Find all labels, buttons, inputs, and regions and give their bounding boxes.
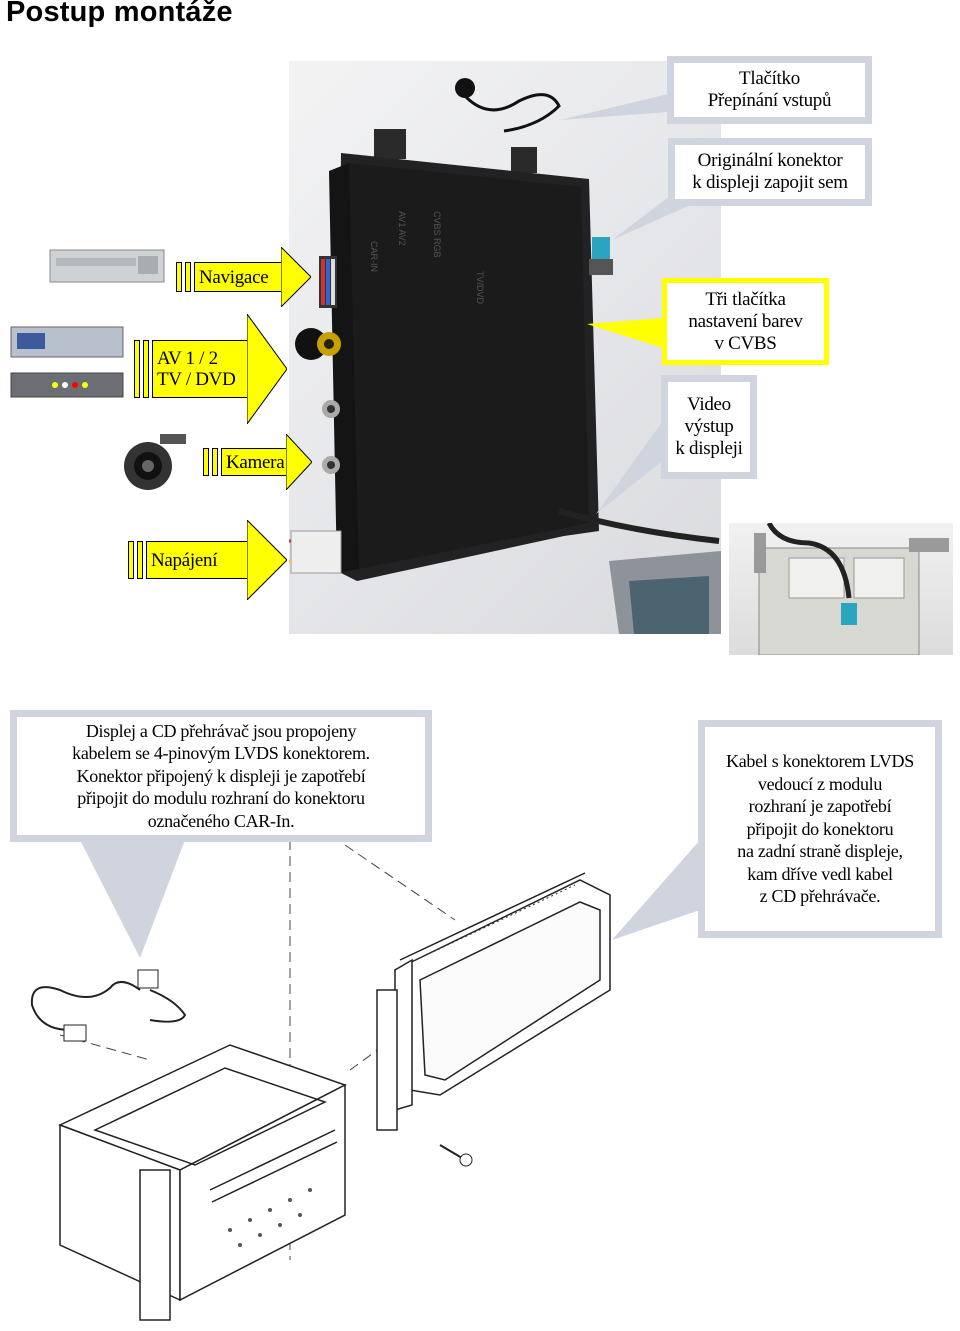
note-lvds-cable: Kabel s konektorem LVDS vedoucí z modulu… [698, 720, 942, 938]
callout-switch-button-text: Tlačítko Přepínání vstupů [707, 68, 832, 111]
callout-original-connector: Originální konektor k displeji zapojit s… [668, 138, 872, 206]
callout-pointer [80, 840, 185, 958]
input-power-label: Napájení [151, 549, 218, 571]
callout-video-output: Video výstup k displeji [661, 375, 757, 479]
camera-icon [124, 434, 186, 490]
callout-pointer [587, 318, 663, 348]
input-av-label: AV 1 / 2 TV / DVD [157, 348, 236, 390]
svg-text:CAR-IN: CAR-IN [369, 241, 379, 272]
assembly-drawing [30, 840, 700, 1321]
display-back-photo [729, 523, 953, 655]
interface-module-icon: CAR-IN AV1 AV2 CVBS RGB TV/DVD [289, 78, 721, 634]
module-photo: CAR-IN AV1 AV2 CVBS RGB TV/DVD [289, 61, 721, 634]
note-display-cd: Displej a CD přehrávač jsou propojeny ka… [10, 710, 432, 842]
page-title: Postup montáže [6, 0, 233, 28]
note-display-cd-text: Displej a CD přehrávač jsou propojeny ka… [72, 720, 370, 831]
svg-text:TV/DVD: TV/DVD [475, 271, 485, 305]
callout-pointer [612, 196, 688, 240]
svg-text:CVBS RGB: CVBS RGB [432, 211, 442, 258]
input-camera-label: Kamera [226, 451, 285, 473]
callout-video-output-text: Video výstup k displeji [675, 394, 743, 459]
input-navigation-label: Navigace [199, 266, 269, 288]
callout-color-buttons-text: Tři tlačítka nastavení barev v CVBS [688, 288, 803, 354]
note-lvds-cable-text: Kabel s konektorem LVDS vedoucí z modulu… [726, 751, 914, 907]
callout-switch-button: Tlačítko Přepínání vstupů [667, 56, 872, 124]
svg-text:AV1 AV2: AV1 AV2 [397, 211, 407, 246]
callout-pointer [560, 94, 668, 120]
callout-color-buttons: Tři tlačítka nastavení barev v CVBS [662, 278, 829, 365]
callout-pointer [596, 422, 666, 514]
input-av: AV 1 / 2 TV / DVD [134, 314, 287, 424]
callout-pointer [612, 840, 700, 940]
cd-player-icon [49, 249, 165, 283]
callout-original-connector-text: Originální konektor k displeji zapojit s… [692, 150, 848, 193]
display-unit-icon [754, 523, 949, 655]
input-power: Napájení [128, 520, 287, 600]
input-camera: Kamera [203, 434, 312, 490]
av-device-icon [10, 326, 124, 398]
input-navigation: Navigace [176, 247, 311, 307]
